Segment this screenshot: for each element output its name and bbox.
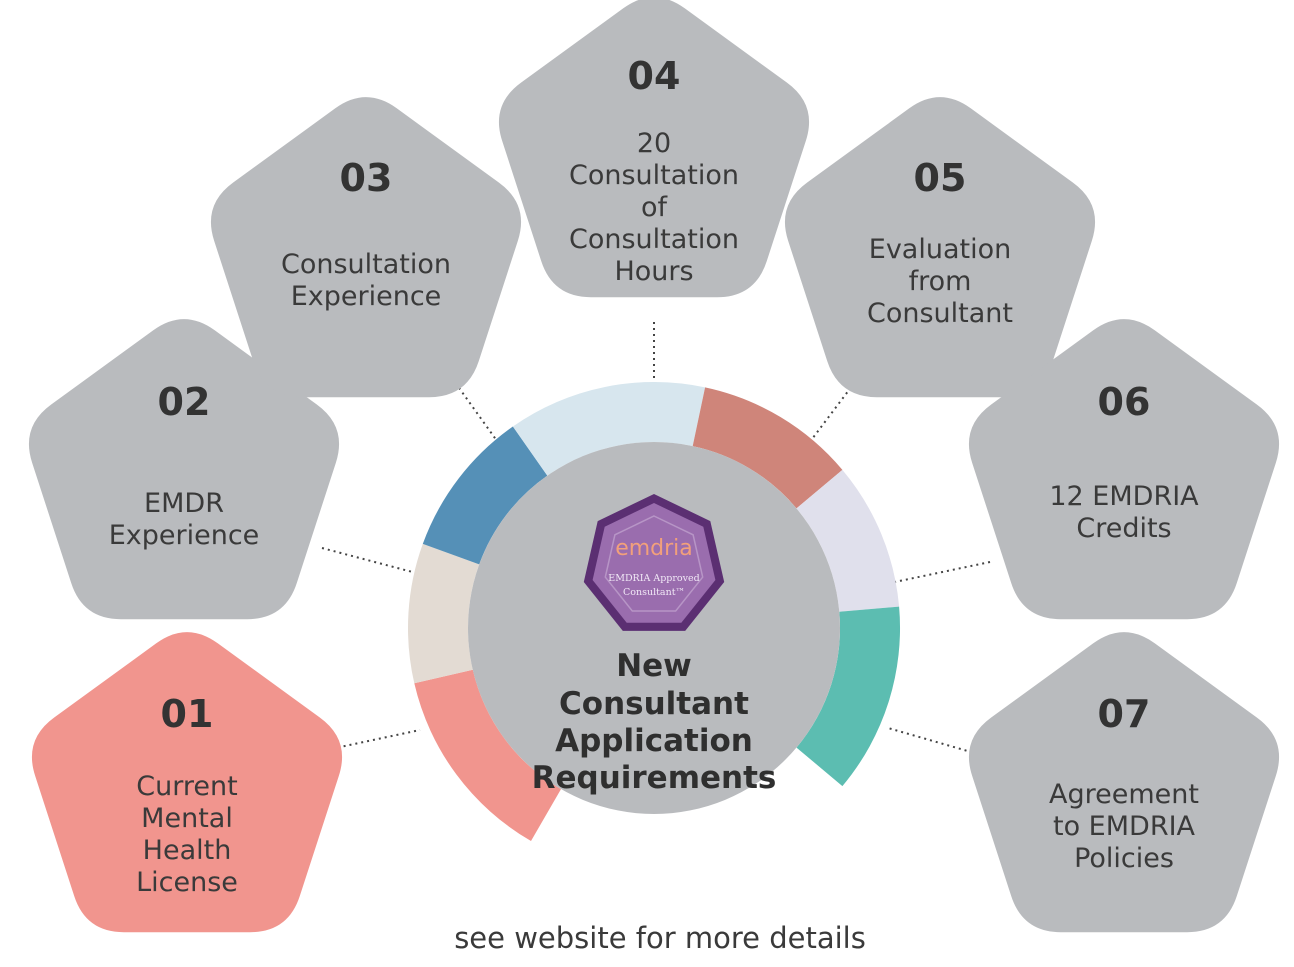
step-description-line: Current <box>136 771 237 802</box>
step-number: 06 <box>1098 380 1151 424</box>
step-number: 05 <box>914 156 967 200</box>
step-description-line: of <box>641 192 669 223</box>
center-title-line-4: Requirements <box>532 760 777 796</box>
connector-step-02 <box>321 547 421 575</box>
emdria-approved-badge: emdria EMDRIA Approved Consultant™ <box>583 494 725 631</box>
step-description-line: Experience <box>291 281 442 312</box>
step-description-line: 20 <box>637 128 671 159</box>
badge-caption-line-2: Consultant™ <box>623 587 685 598</box>
connector-step-05 <box>799 377 859 456</box>
step-number: 03 <box>340 156 393 200</box>
center-title-line-1: New <box>616 648 692 684</box>
center-title-line-2: Consultant <box>559 686 749 722</box>
step-description-line: Policies <box>1074 843 1174 874</box>
step-description-line: Evaluation <box>869 234 1011 265</box>
ring-segment-07 <box>796 606 901 787</box>
ring-segment-04 <box>512 382 706 476</box>
step-description-line: Agreement <box>1049 779 1199 810</box>
pentagon-shape <box>28 319 340 620</box>
connector-step-07 <box>887 727 979 755</box>
pentagon-shape <box>499 0 809 298</box>
footer-note: see website for more details <box>454 921 866 955</box>
step-description-line: 12 EMDRIA <box>1049 481 1199 512</box>
step-description-line: Credits <box>1076 513 1171 544</box>
center-title-line-3: Application <box>555 723 753 759</box>
ring-segment-03 <box>422 426 548 565</box>
requirement-steps: 01CurrentMentalHealthLicense02EMDRExperi… <box>28 0 1280 933</box>
connector-step-06 <box>889 561 991 584</box>
progress-ring <box>407 382 901 841</box>
badge-fill-shape <box>592 503 716 623</box>
step-number: 07 <box>1098 692 1151 736</box>
step-description-line: Consultation <box>569 224 739 255</box>
step-description-line: License <box>136 867 238 898</box>
badge-inner-outline <box>604 515 704 612</box>
pentagon-shape <box>784 97 1096 398</box>
ring-segment-05 <box>692 387 843 509</box>
connector-step-01 <box>325 729 421 751</box>
step-number: 04 <box>628 54 681 98</box>
pentagon-shape <box>968 319 1280 620</box>
center-title: New Consultant Application Requirements <box>532 648 777 796</box>
badge-logo: emdria <box>615 536 693 561</box>
step-description-line: Mental <box>141 803 233 834</box>
pentagon-shape <box>210 97 522 398</box>
step-description-line: Consultation <box>569 160 739 191</box>
step-description-line: Hours <box>614 256 693 287</box>
ring-segment-06 <box>796 469 900 612</box>
badge-caption-line-1: EMDRIA Approved <box>608 573 699 584</box>
step-description-line: Consultant <box>867 298 1013 329</box>
step-description-line: EMDR <box>144 488 224 519</box>
step-description-line: Health <box>143 835 232 866</box>
step-description-line: Experience <box>109 520 260 551</box>
step-description-line: from <box>909 266 972 297</box>
pentagon-shape <box>968 632 1280 933</box>
pentagon-shape <box>31 632 343 933</box>
step-number: 01 <box>161 692 214 736</box>
step-description-line: Consultation <box>281 249 451 280</box>
step-description-line: to EMDRIA <box>1053 811 1196 842</box>
ring-segment-01 <box>414 669 561 841</box>
step-number: 02 <box>158 380 211 424</box>
ring-segment-02 <box>407 543 480 684</box>
